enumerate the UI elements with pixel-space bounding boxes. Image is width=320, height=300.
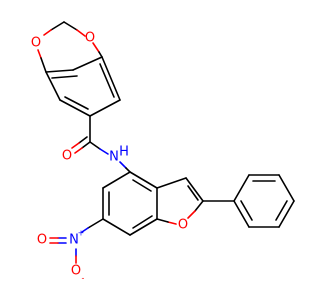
bond-ph-c bbox=[278, 174, 295, 202]
bond-furan-b bbox=[185, 177, 204, 202]
bond-furan-double bbox=[187, 185, 199, 201]
bond-o2-c bbox=[98, 51, 103, 58]
bond-co-b-red bbox=[71, 142, 80, 149]
bond-ring-nitro-blue bbox=[81, 227, 89, 233]
bond-ch2-o2 bbox=[63, 21, 78, 31]
bond-ch2-o1-red bbox=[43, 29, 52, 36]
bond-co-a bbox=[81, 141, 91, 149]
bond-furan-a bbox=[156, 177, 187, 189]
atom-o-nitro-bottom: O bbox=[71, 264, 81, 279]
bond-c-n bbox=[89, 141, 101, 150]
nitro-group bbox=[49, 218, 104, 264]
benzodioxole-group bbox=[37, 21, 121, 117]
bond-ph-double-2 bbox=[275, 200, 288, 221]
benzofuran-group bbox=[102, 171, 204, 236]
atom-o-dioxole-right: O bbox=[85, 31, 95, 46]
atom-h-amide: H bbox=[119, 145, 129, 160]
bond-ring1-e bbox=[89, 99, 121, 117]
bond-bf-double-3 bbox=[132, 179, 152, 192]
charge-nitro-n: + bbox=[78, 229, 85, 238]
atom-o-nitro-left: O bbox=[37, 233, 47, 248]
charge-nitro-o: - bbox=[82, 274, 85, 283]
bond-bf-c bbox=[102, 218, 131, 236]
bond-ph-d bbox=[278, 200, 295, 228]
bond-n-c4-blue bbox=[119, 161, 127, 169]
bond-ring1-c bbox=[45, 71, 61, 101]
bond-ch2-o2-red bbox=[76, 29, 86, 37]
atom-n-amide: N bbox=[109, 150, 119, 165]
atom-o-furan: O bbox=[178, 218, 188, 233]
bond-ch2-o1 bbox=[50, 21, 65, 31]
bond-o2-c-red bbox=[92, 42, 100, 53]
atom-labels: O O O N H O N + O O - bbox=[31, 31, 188, 283]
phenyl-group bbox=[202, 174, 295, 228]
atom-o-dioxole-left: O bbox=[31, 36, 41, 51]
amide-group bbox=[71, 115, 131, 173]
bond-n-c4 bbox=[125, 167, 131, 173]
bond-o1-c bbox=[40, 57, 47, 73]
bond-ring1-double-1 bbox=[64, 96, 89, 110]
bond-furan-d-red bbox=[167, 221, 177, 225]
molecule-structure-diagram: O O O N H O N + O O - bbox=[31, 21, 295, 283]
bond-furan-c bbox=[194, 200, 204, 212]
bond-bf-a bbox=[102, 171, 131, 189]
bond-co-b bbox=[78, 136, 88, 144]
bond-ring1-d bbox=[59, 99, 91, 117]
bond-bf-f bbox=[129, 171, 158, 189]
bond-furan-d bbox=[156, 218, 169, 223]
bond-ring1-a bbox=[72, 56, 103, 71]
bond-ring1-f bbox=[101, 56, 121, 101]
bond-bf-d bbox=[129, 218, 158, 236]
bond-furan-c-red bbox=[187, 210, 196, 219]
bond-ph-a bbox=[233, 174, 250, 202]
atom-n-nitro: N bbox=[69, 233, 79, 248]
bond-ph-f bbox=[233, 200, 250, 228]
bond-ring1-double-3 bbox=[51, 75, 78, 79]
atom-o-carbonyl: O bbox=[62, 149, 72, 164]
bond-o1-c-red bbox=[37, 49, 42, 59]
bond-ring1-double-2 bbox=[99, 63, 115, 98]
bond-ring1-b bbox=[45, 69, 74, 73]
bond-ring-nitro bbox=[87, 218, 104, 229]
bond-co-a-red bbox=[74, 147, 83, 154]
bond-bf-double-2 bbox=[132, 215, 153, 229]
bond-c-n-blue bbox=[99, 148, 109, 155]
bond-ph-double-3 bbox=[240, 200, 253, 221]
